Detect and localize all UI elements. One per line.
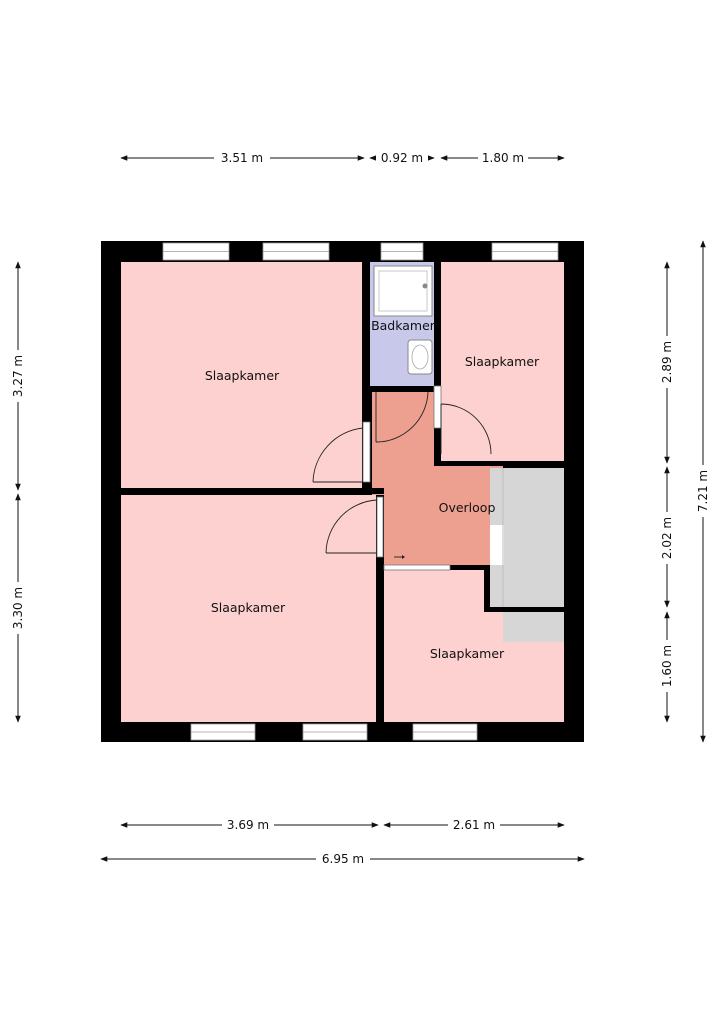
stair-lower-flight bbox=[503, 612, 564, 642]
room-label-bedroom-top-right: Slaapkamer bbox=[465, 354, 540, 369]
washbasin-icon bbox=[407, 339, 433, 375]
wall-vertical-lower bbox=[376, 560, 384, 722]
wall-top-right-bottom bbox=[434, 461, 564, 466]
wall-stair-left bbox=[484, 565, 490, 612]
room-bedroom-bottom-right bbox=[384, 570, 564, 722]
wall-vertical-upper-left bbox=[362, 262, 370, 422]
stair-icon bbox=[394, 555, 405, 559]
room-label-bedroom-bottom-left: Slaapkamer bbox=[211, 600, 286, 615]
dim-bottom-2: 2.61 m bbox=[453, 818, 495, 832]
shower-icon bbox=[373, 265, 433, 317]
dim-left-1: 3.27 m bbox=[11, 355, 25, 397]
room-label-bedroom-top-left: Slaapkamer bbox=[205, 368, 280, 383]
wall-landing-bottom bbox=[450, 565, 490, 570]
dim-top-3: 1.80 m bbox=[482, 151, 524, 165]
room-landing bbox=[372, 392, 503, 565]
dim-total-height: 7.21 m bbox=[696, 470, 710, 512]
windows-top bbox=[162, 242, 559, 261]
room-bedroom-top-right bbox=[441, 262, 564, 461]
dim-total-width: 6.95 m bbox=[322, 852, 364, 866]
dim-bottom-1: 3.69 m bbox=[227, 818, 269, 832]
wall-horizontal-left bbox=[121, 488, 384, 494]
door-swings bbox=[312, 391, 492, 554]
wall-bathroom-bottom bbox=[362, 386, 372, 392]
dim-right-1: 2.89 m bbox=[660, 341, 674, 383]
room-label-bathroom: Badkamer bbox=[371, 318, 436, 333]
windows-bottom bbox=[190, 723, 478, 741]
room-label-bedroom-bottom-right: Slaapkamer bbox=[430, 646, 505, 661]
dim-top-2: 0.92 m bbox=[381, 151, 423, 165]
stair-landing-step bbox=[490, 525, 504, 565]
dim-right-2: 2.02 m bbox=[660, 517, 674, 559]
dim-top-1: 3.51 m bbox=[221, 151, 263, 165]
wall-vertical-upper-right bbox=[434, 262, 441, 386]
wall-stair-bottom bbox=[484, 607, 564, 612]
dim-right-3: 1.60 m bbox=[660, 645, 674, 687]
wall-top-right-stub bbox=[434, 428, 441, 466]
dim-left-2: 3.30 m bbox=[11, 587, 25, 629]
doors bbox=[362, 385, 451, 571]
room-bedroom-top-left bbox=[121, 262, 362, 488]
room-bedroom-bottom-left bbox=[121, 495, 376, 722]
room-label-landing: Overloop bbox=[439, 500, 496, 515]
